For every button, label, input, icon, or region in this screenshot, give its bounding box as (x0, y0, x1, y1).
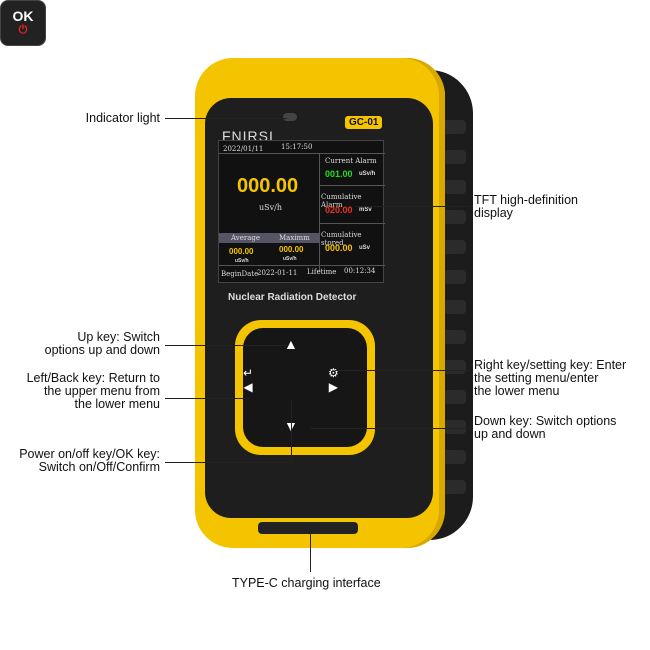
setting-key[interactable]: ⚙▶ (328, 366, 339, 394)
up-key[interactable]: ▲ (284, 336, 298, 352)
ok-label: OK (12, 8, 34, 24)
current-alarm-label: Current Alarm (325, 157, 377, 165)
screen-date: 2022/01/11 (223, 145, 264, 153)
average-unit: uSv/h (235, 258, 249, 264)
cumulative-alarm-label: Cumulative Alarm (321, 193, 362, 209)
cumulative-stored-value: 000.00 (325, 243, 353, 253)
power-icon: ⏻ (18, 24, 28, 36)
model-badge: GC-01 (345, 116, 383, 129)
average-label: Average (231, 234, 261, 242)
ok-power-key[interactable]: OK⏻ (0, 0, 46, 46)
cumulative-stored-label: Cumulative stored (321, 231, 362, 247)
type-c-port (258, 522, 358, 534)
cumulative-stored-unit: uSv (359, 245, 371, 251)
current-alarm-value: 001.00 (325, 169, 353, 179)
begin-date-label: BeginDate (221, 270, 259, 278)
maximum-unit: uSv/h (283, 256, 297, 262)
average-value: 000.00 (229, 247, 254, 256)
maximum-label: Maximm (279, 234, 310, 242)
screen-time: 15:17:50 (281, 143, 313, 151)
indicator-light (283, 113, 297, 121)
label-type-c: TYPE-C charging interface (232, 576, 381, 590)
product-name: Nuclear Radiation Detector (228, 292, 357, 303)
label-power-key: Power on/off key/OK key:Switch on/Off/Co… (19, 447, 160, 474)
display-screen: 2022/01/11 15:17:50 000.00 uSv/h Current… (218, 140, 385, 283)
maximum-value: 000.00 (279, 245, 304, 254)
lifetime: 00:12:34 (344, 267, 376, 275)
begin-date: 2022-01-11 (257, 269, 298, 277)
back-key[interactable]: ↵◀ (243, 366, 254, 394)
cumulative-alarm-value: 020.00 (325, 205, 353, 215)
main-unit: uSv/h (259, 203, 282, 212)
label-indicator-light: Indicator light (85, 111, 160, 125)
current-alarm-unit: uSv/h (359, 171, 376, 177)
cumulative-alarm-unit: mSv (359, 207, 372, 213)
down-key[interactable]: ▼ (284, 418, 298, 434)
lifetime-label: Lifetime (307, 268, 337, 276)
keypad-inner (243, 328, 367, 447)
main-reading: 000.00 (237, 175, 299, 197)
